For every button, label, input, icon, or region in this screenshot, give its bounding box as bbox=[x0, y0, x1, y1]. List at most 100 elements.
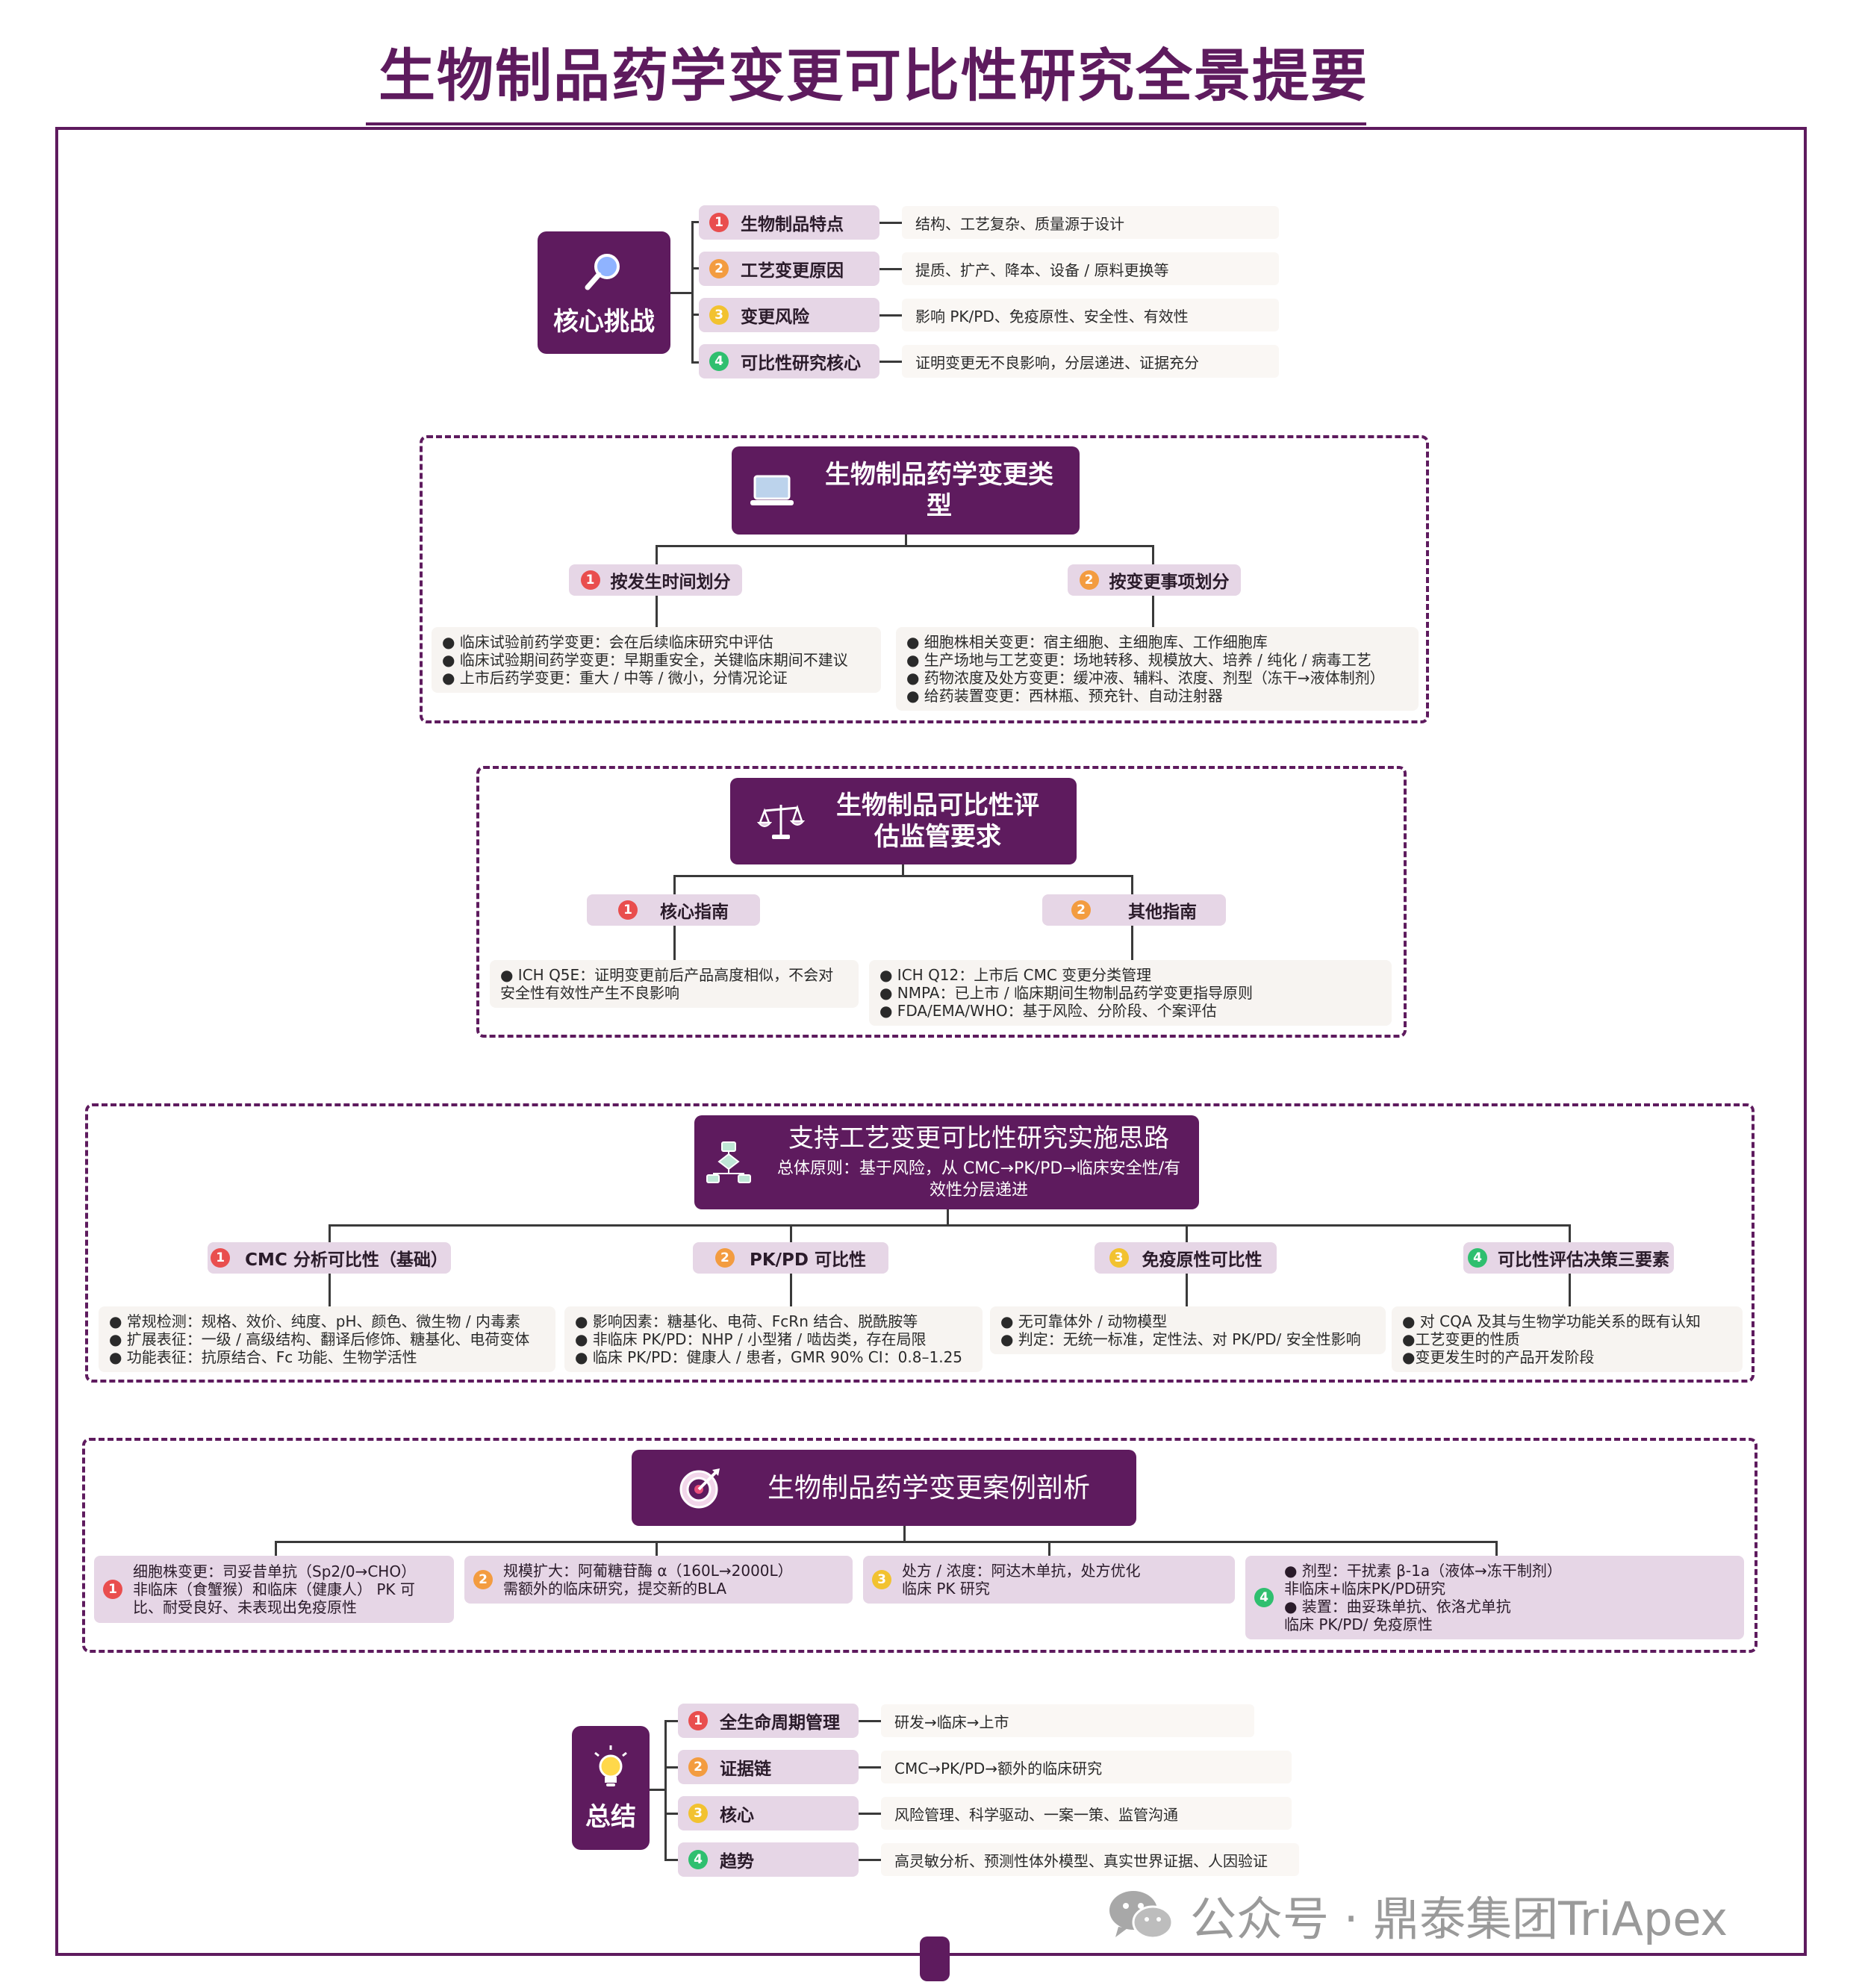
regs-branch-1: 1 核心指南 bbox=[587, 894, 760, 926]
types-frame bbox=[420, 435, 1429, 723]
branch-label: PK/PD 可比性 bbox=[749, 1250, 867, 1270]
detail-line: ● 影响因素：糖基化、电荷、FcRn 结合、脱酰胺等 bbox=[575, 1312, 918, 1330]
number-badge: 2 bbox=[1079, 570, 1099, 590]
branch-label: CMC 分析可比性（基础） bbox=[245, 1250, 448, 1270]
summary-item-label: 趋势 bbox=[720, 1852, 754, 1872]
number-badge: 2 bbox=[714, 1248, 735, 1268]
number-badge: 4 bbox=[709, 352, 729, 371]
regs-branch-2: 2 其他指南 bbox=[1042, 894, 1226, 926]
regs-details-1: ● ICH Q5E：证明变更前后产品高度相似，不会对 安全性有效性产生不良影响 bbox=[490, 960, 859, 1008]
impl-hub-subtitle: 总体原则：基于风险，从 CMC→PK/PD→临床安全性/有效性分层递进 bbox=[776, 1159, 1181, 1200]
frame-bottom-tab bbox=[920, 1936, 950, 1981]
summary-item-2: 2 证据链 bbox=[678, 1750, 859, 1784]
impl-hub: 支持工艺变更可比性研究实施思路 总体原则：基于风险，从 CMC→PK/PD→临床… bbox=[694, 1115, 1199, 1209]
branch-label: 其他指南 bbox=[1128, 903, 1197, 922]
regs-hub: 生物制品可比性评估监管要求 bbox=[730, 778, 1077, 864]
detail-line: ● ICH Q5E：证明变更前后产品高度相似，不会对 bbox=[500, 966, 834, 984]
case-card-2: 2 规模扩大：阿葡糖苷酶 α（160L→2000L） 需额外的临床研究，提交新的… bbox=[464, 1556, 853, 1604]
core-item-1: 1 生物制品特点 bbox=[699, 205, 879, 240]
lightbulb-icon bbox=[594, 1745, 627, 1786]
impl-branch-1: 1 CMC 分析可比性（基础） bbox=[208, 1242, 451, 1274]
case-line: 需额外的临床研究，提交新的BLA bbox=[503, 1580, 727, 1598]
detail-line: ● 给药装置变更：西林瓶、预充针、自动注射器 bbox=[906, 687, 1223, 705]
detail-line: ● 常规检测：规格、效价、纯度、pH、颜色、微生物 / 内毒素 bbox=[109, 1312, 520, 1330]
impl-frame bbox=[85, 1103, 1755, 1383]
impl-details-2: ● 影响因素：糖基化、电荷、FcRn 结合、脱酰胺等 ● 非临床 PK/PD：N… bbox=[564, 1306, 983, 1372]
number-badge: 4 bbox=[1254, 1588, 1274, 1607]
case-line: 非临床+临床PK/PD研究 bbox=[1284, 1580, 1446, 1598]
core-item-label: 变更风险 bbox=[741, 308, 809, 327]
watermark: 公众号 · 鼎泰集团TriApex bbox=[1105, 1881, 1807, 1948]
core-item-desc: 影响 PK/PD、免疫原性、安全性、有效性 bbox=[902, 299, 1279, 331]
types-hub: 生物制品药学变更类型 bbox=[732, 446, 1080, 535]
core-item-2: 2 工艺变更原因 bbox=[699, 252, 879, 286]
detail-line: ● 对 CQA 及其与生物学功能关系的既有认知 bbox=[1402, 1312, 1701, 1330]
detail-line: ●变更发生时的产品开发阶段 bbox=[1402, 1348, 1595, 1366]
summary-item-4: 4 趋势 bbox=[678, 1842, 859, 1877]
outer-frame bbox=[55, 127, 1807, 1956]
core-item-desc: 证明变更无不良影响，分层递进、证据充分 bbox=[902, 345, 1279, 378]
flowchart-icon bbox=[706, 1141, 751, 1183]
case-line: ● 剂型：干扰素 β-1a（液体→冻干制剂） bbox=[1284, 1562, 1562, 1580]
target-icon bbox=[679, 1468, 720, 1509]
summary-item-desc: 高灵敏分析、预测性体外模型、真实世界证据、人因验证 bbox=[881, 1843, 1299, 1876]
detail-line: ● 药物浓度及处方变更：缓冲液、辅料、浓度、剂型（冻干→液体制剂） bbox=[906, 669, 1385, 687]
detail-line: ● 临床试验前药学变更：会在后续临床研究中评估 bbox=[442, 633, 773, 651]
impl-details-3: ● 无可靠体外 / 动物模型 ● 判定：无统一标准，定性法、对 PK/PD/ 安… bbox=[990, 1306, 1386, 1354]
case-line: 临床 PK 研究 bbox=[902, 1580, 990, 1598]
magnifier-icon bbox=[585, 253, 620, 290]
detail-line: ● 临床 PK/PD：健康人 / 患者，GMR 90% CI：0.8–1.25 bbox=[575, 1348, 963, 1366]
number-badge: 1 bbox=[211, 1248, 231, 1268]
case-line: 临床 PK/PD/ 免疫原性 bbox=[1284, 1615, 1433, 1633]
cases-hub: 生物制品药学变更案例剖析 bbox=[632, 1450, 1136, 1526]
detail-line: ● 细胞株相关变更：宿主细胞、主细胞库、工作细胞库 bbox=[906, 633, 1268, 651]
number-badge: 3 bbox=[688, 1804, 708, 1823]
title-underline bbox=[366, 122, 1366, 125]
number-badge: 4 bbox=[1468, 1248, 1487, 1268]
case-card-3: 3 处方 / 浓度：阿达木单抗，处方优化 临床 PK 研究 bbox=[863, 1556, 1235, 1604]
branch-label: 免疫原性可比性 bbox=[1142, 1250, 1262, 1270]
number-badge: 4 bbox=[688, 1850, 708, 1869]
regs-frame bbox=[476, 766, 1407, 1038]
regs-details-2: ● ICH Q12：上市后 CMC 变更分类管理 ● NMPA：已上市 / 临床… bbox=[869, 960, 1392, 1026]
case-line: ● 装置：曲妥珠单抗、依洛尤单抗 bbox=[1284, 1598, 1511, 1615]
number-badge: 2 bbox=[688, 1757, 708, 1777]
branch-label: 可比性评估决策三要素 bbox=[1498, 1250, 1669, 1270]
branch-label: 按发生时间划分 bbox=[610, 573, 731, 592]
regs-hub-label: 生物制品可比性评估监管要求 bbox=[836, 790, 1039, 853]
number-badge: 1 bbox=[618, 900, 638, 920]
impl-hub-label: 支持工艺变更可比性研究实施思路 bbox=[788, 1124, 1169, 1154]
detail-line: ● FDA/EMA/WHO：基于风险、分阶段、个案评估 bbox=[879, 1002, 1217, 1020]
detail-line: ● 无可靠体外 / 动物模型 bbox=[1000, 1312, 1168, 1330]
detail-line: ● 上市后药学变更：重大 / 中等 / 微小，分情况论证 bbox=[442, 669, 788, 687]
summary-item-label: 核心 bbox=[720, 1806, 754, 1825]
case-line: 比、耐受良好、未表现出免疫原性 bbox=[133, 1598, 357, 1616]
summary-item-label: 全生命周期管理 bbox=[720, 1713, 840, 1733]
number-badge: 3 bbox=[1109, 1248, 1129, 1268]
number-badge: 1 bbox=[580, 570, 600, 590]
detail-line: ● 非临床 PK/PD：NHP / 小型猪 / 啮齿类，存在局限 bbox=[575, 1330, 927, 1348]
detail-line: ● NMPA：已上市 / 临床期间生物制品药学变更指导原则 bbox=[879, 984, 1253, 1002]
types-branch-2: 2 按变更事项划分 bbox=[1068, 564, 1241, 596]
number-badge: 2 bbox=[709, 259, 729, 278]
wechat-icon bbox=[1109, 1891, 1174, 1939]
case-line: 处方 / 浓度：阿达木单抗，处方优化 bbox=[902, 1562, 1141, 1580]
summary-item-desc: CMC→PK/PD→额外的临床研究 bbox=[881, 1751, 1292, 1783]
detail-line: ● 生产场地与工艺变更：场地转移、规模放大、培养 / 纯化 / 病毒工艺 bbox=[906, 651, 1371, 669]
core-item-3: 3 变更风险 bbox=[699, 298, 879, 332]
detail-line: ● 临床试验期间药学变更：早期重安全，关键临床期间不建议 bbox=[442, 651, 848, 669]
watermark-text: 公众号 · 鼎泰集团TriApex bbox=[1190, 1892, 1728, 1946]
types-details-2: ● 细胞株相关变更：宿主细胞、主细胞库、工作细胞库 ● 生产场地与工艺变更：场地… bbox=[896, 627, 1419, 711]
detail-line: ● 判定：无统一标准，定性法、对 PK/PD/ 安全性影响 bbox=[1000, 1330, 1361, 1348]
number-badge: 1 bbox=[709, 213, 729, 232]
summary-item-1: 1 全生命周期管理 bbox=[678, 1704, 859, 1738]
summary-item-label: 证据链 bbox=[720, 1760, 771, 1779]
detail-line: ●工艺变更的性质 bbox=[1402, 1330, 1520, 1348]
number-badge: 3 bbox=[709, 305, 729, 325]
types-hub-label: 生物制品药学变更类型 bbox=[825, 459, 1053, 522]
branch-label: 核心指南 bbox=[660, 903, 729, 922]
summary-hub-label: 总结 bbox=[585, 1801, 636, 1832]
detail-line: 安全性有效性产生不良影响 bbox=[500, 984, 679, 1002]
core-item-label: 生物制品特点 bbox=[741, 215, 844, 234]
impl-details-4: ● 对 CQA 及其与生物学功能关系的既有认知 ●工艺变更的性质 ●变更发生时的… bbox=[1392, 1306, 1743, 1372]
